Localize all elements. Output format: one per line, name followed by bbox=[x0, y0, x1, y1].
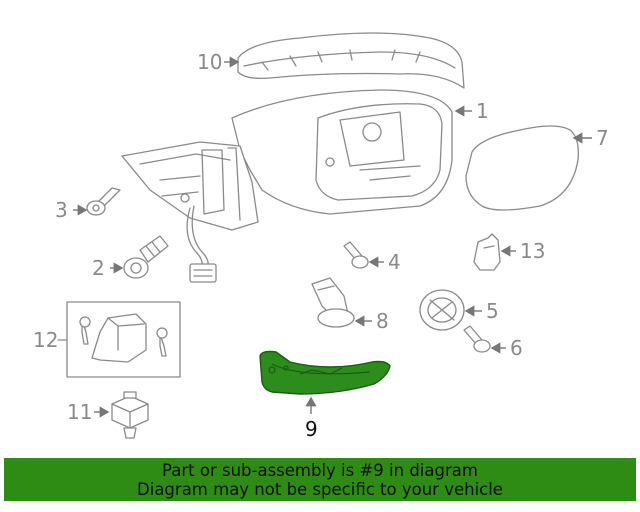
parts-diagram: 10 1 7 3 2 bbox=[33, 32, 609, 441]
part-12-bracket-kit bbox=[66, 301, 181, 378]
part-11-actuator bbox=[111, 391, 149, 439]
callout-5: 5 bbox=[486, 299, 499, 323]
part-4-screw bbox=[343, 241, 369, 269]
part-6-screw bbox=[463, 325, 491, 353]
callout-9: 9 bbox=[305, 417, 318, 441]
callout-2: 2 bbox=[92, 256, 105, 280]
part-7-mirror-glass bbox=[465, 125, 579, 211]
callout-10: 10 bbox=[197, 50, 222, 74]
part-13-clip bbox=[473, 233, 501, 271]
callout-11: 11 bbox=[67, 400, 92, 424]
callout-1: 1 bbox=[476, 99, 489, 123]
banner-line-disclaimer: Diagram may not be specific to your vehi… bbox=[137, 480, 503, 499]
info-banner: Part or sub-assembly is #9 in diagram Di… bbox=[4, 458, 636, 501]
part-3-screw bbox=[86, 187, 121, 216]
callout-12: 12 bbox=[33, 328, 58, 352]
callout-7: 7 bbox=[596, 126, 609, 150]
part-2-bolt bbox=[123, 235, 169, 279]
part-10-mirror-cover bbox=[237, 32, 465, 89]
part-8-lamp bbox=[311, 277, 355, 328]
callout-3: 3 bbox=[55, 198, 68, 222]
part-9-turn-signal-lamp-highlighted bbox=[259, 350, 391, 395]
callout-6: 6 bbox=[510, 336, 523, 360]
part-1-mirror-housing bbox=[121, 89, 453, 283]
callout-8: 8 bbox=[376, 309, 389, 333]
banner-line-part-info: Part or sub-assembly is #9 in diagram bbox=[162, 461, 478, 480]
callout-13: 13 bbox=[520, 239, 545, 263]
part-5-motor bbox=[419, 289, 465, 331]
callout-4: 4 bbox=[388, 250, 401, 274]
